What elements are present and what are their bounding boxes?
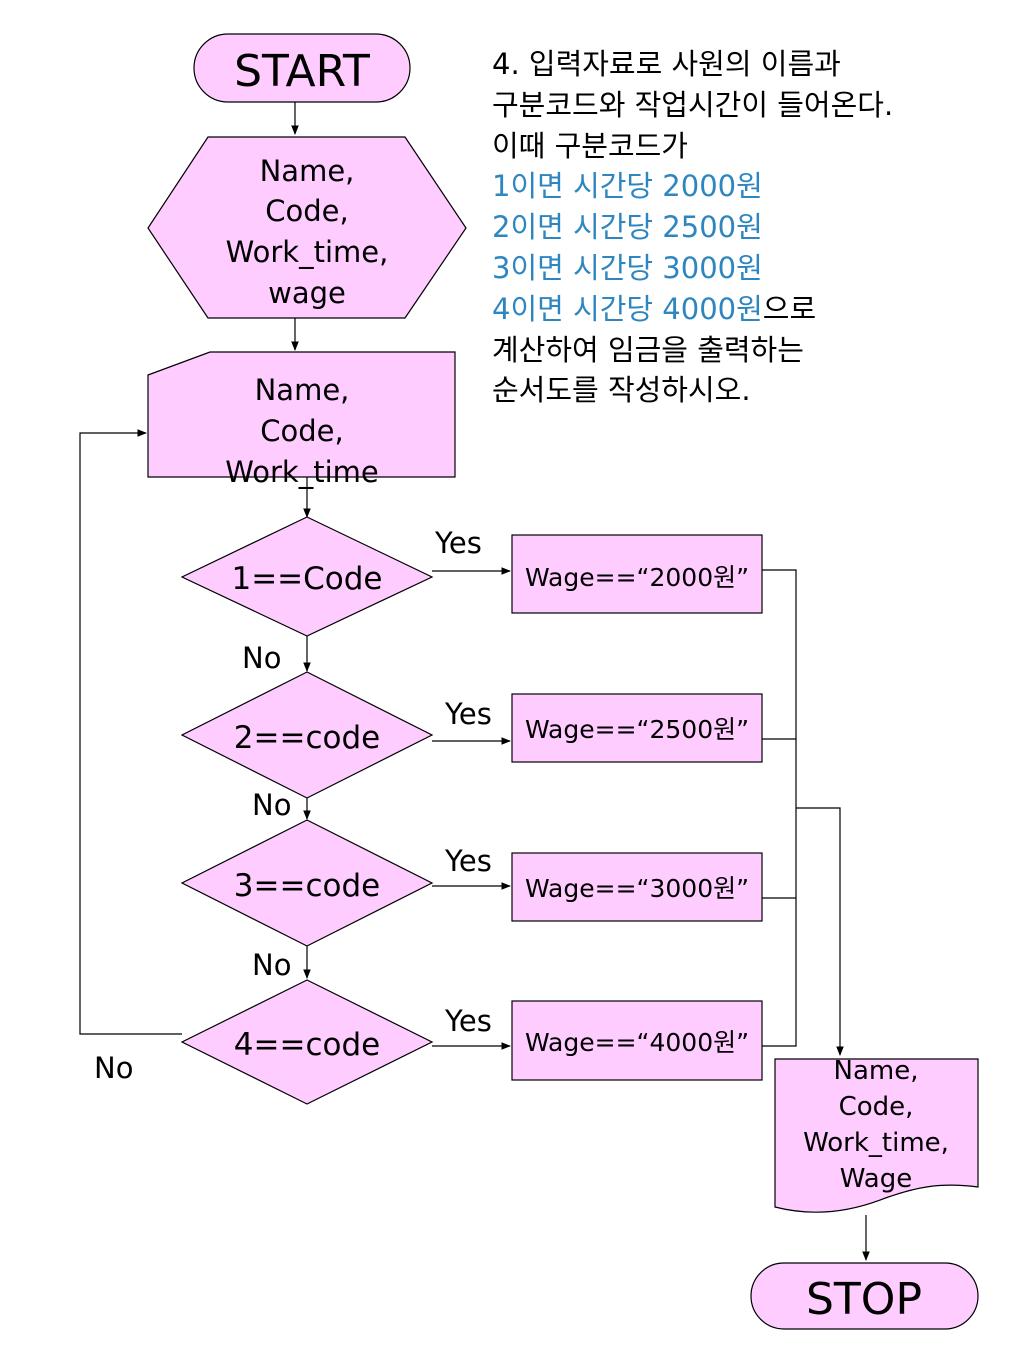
prep-line-3: Work_time, <box>226 235 389 269</box>
decision-3-no-label: No <box>252 948 291 982</box>
prep-line-4: wage <box>268 276 346 310</box>
decision-3: 3==code <box>180 819 434 947</box>
decision-2-yes-label: Yes <box>444 697 492 731</box>
output-line-3: Work_time, <box>803 1128 949 1158</box>
arrow-to-output <box>796 807 844 1056</box>
decision-4: 4==code <box>180 979 434 1105</box>
decision-1-yes-label: Yes <box>434 526 482 560</box>
input-line-1: Name, <box>255 373 350 407</box>
problem-line-3: 이때 구분코드가 <box>492 128 688 163</box>
decision-2-no-label: No <box>252 788 291 822</box>
decision-4-no-label: No <box>94 1051 133 1085</box>
process-wage-4000-label: Wage==“4000원” <box>525 1028 749 1057</box>
problem-line-1: 4. 입력자료로 사원의 이름과 <box>492 47 841 81</box>
output-line-2: Code, <box>839 1092 914 1122</box>
prep-line-2: Code, <box>265 194 348 228</box>
output-line-4: Wage <box>840 1164 912 1194</box>
input-line-2: Code, <box>260 414 343 448</box>
problem-line-5: 2이면 시간당 2500원 <box>492 210 763 245</box>
manual-input-box: Name, Code, Work_time <box>147 351 456 489</box>
problem-line-7-rest: 으로 <box>762 291 817 326</box>
start-terminator: START <box>193 33 411 103</box>
start-label: START <box>234 46 370 97</box>
decision-2: 2==code <box>180 671 434 799</box>
problem-line-4: 1이면 시간당 2000원 <box>492 169 763 204</box>
decision-2-label: 2==code <box>234 720 380 756</box>
decision-4-yes-label: Yes <box>444 1004 492 1038</box>
decision-3-label: 3==code <box>234 868 380 904</box>
process-wage-3000: Wage==“3000원” <box>511 852 763 922</box>
output-line-1: Name, <box>834 1056 919 1086</box>
problem-line-7-highlight: 4이면 시간당 4000원 <box>492 291 763 326</box>
process-wage-2000: Wage==“2000원” <box>511 534 763 614</box>
decision-1-label: 1==Code <box>231 561 382 597</box>
connector-process-merge <box>762 569 797 1047</box>
problem-line-7: 4이면 시간당 4000원으로 <box>492 289 1022 330</box>
process-wage-2000-label: Wage==“2000원” <box>525 563 749 592</box>
arrow-decision-4-no-loop <box>79 429 182 1035</box>
decision-1-no-label: No <box>242 641 281 675</box>
problem-line-9: 순서도를 작성하시오. <box>492 373 751 408</box>
decision-3-yes-label: Yes <box>444 844 492 878</box>
problem-line-6: 3이면 시간당 3000원 <box>492 250 763 285</box>
problem-statement: 4. 입력자료로 사원의 이름과 구분코드와 작업시간이 들어온다. 이때 구분… <box>492 44 1022 411</box>
input-line-3: Work_time <box>225 455 378 489</box>
decision-1: 1==Code <box>180 516 434 637</box>
process-wage-3000-label: Wage==“3000원” <box>525 874 749 903</box>
process-wage-2500-label: Wage==“2500원” <box>525 715 749 744</box>
problem-line-8: 계산하여 임금을 출력하는 <box>492 332 804 367</box>
output-document: Name, Code, Work_time, Wage <box>774 1056 979 1213</box>
problem-line-2: 구분코드와 작업시간이 들어온다. <box>492 87 894 122</box>
process-wage-2500: Wage==“2500원” <box>511 693 763 763</box>
decision-4-label: 4==code <box>234 1027 380 1063</box>
process-wage-4000: Wage==“4000원” <box>511 1000 763 1081</box>
preparation-hexagon: Name, Code, Work_time, wage <box>147 136 467 319</box>
stop-terminator: STOP <box>750 1262 979 1330</box>
stop-label: STOP <box>806 1274 922 1325</box>
prep-line-1: Name, <box>260 154 355 188</box>
